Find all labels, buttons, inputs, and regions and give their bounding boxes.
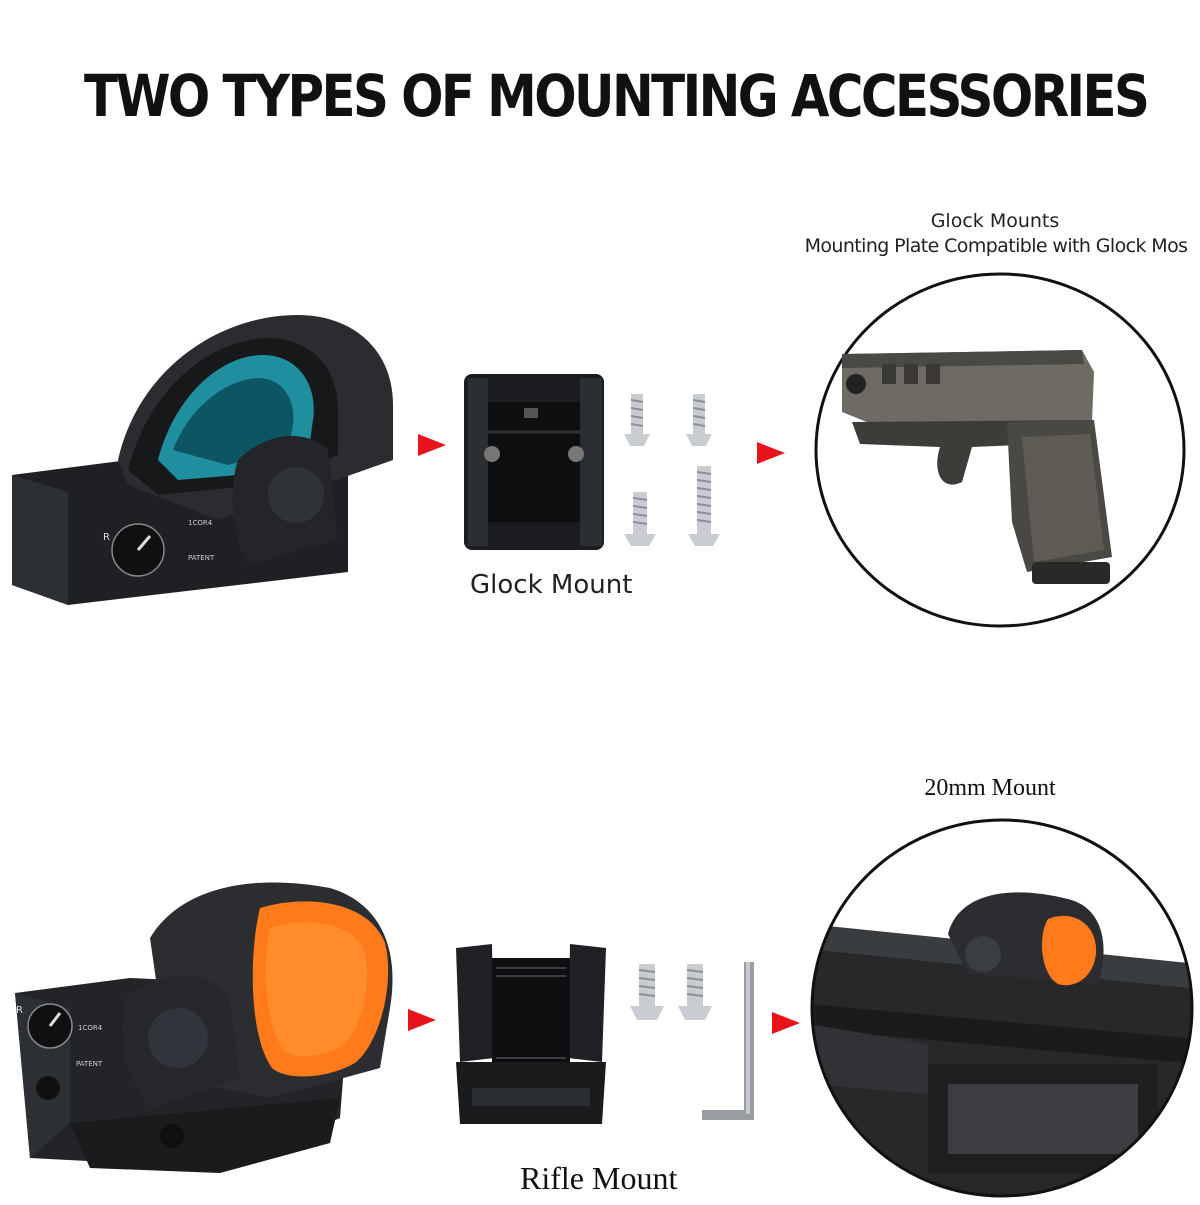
red-arrow-icon (408, 1009, 436, 1031)
red-arrow-icon (757, 442, 785, 464)
dial-letter-top: R (103, 532, 110, 543)
red-dot-sight-bottom: R 1COR4 PATENT (15, 882, 393, 1173)
red-dot-sight-top: R 1COR4 PATENT (12, 315, 393, 605)
screw-icon (624, 394, 650, 446)
screw-icon (686, 394, 712, 446)
dial-letter-bottom: R (16, 1005, 23, 1016)
glock-mount-plate (464, 374, 604, 550)
glock-heading-line1: Glock Mounts (930, 210, 1060, 232)
screw-icon (630, 964, 664, 1020)
rifle-heading: 20mm Mount (924, 775, 1056, 801)
sight-patent-text-top: PATENT (188, 554, 215, 562)
page-title: TWO TYPES OF MOUNTING ACCESSORIES (84, 62, 1150, 130)
rifle-mount-label: Rifle Mount (520, 1160, 678, 1196)
screw-icon (624, 492, 656, 546)
glock-pistol-photo (814, 272, 1186, 628)
sight-model-text-top: 1COR4 (188, 519, 213, 527)
screw-icon (678, 964, 712, 1020)
red-arrow-icon (418, 434, 446, 456)
glock-mount-label: Glock Mount (470, 570, 633, 600)
sight-patent-text-bottom: PATENT (76, 1060, 103, 1068)
rifle-photo (810, 818, 1194, 1198)
glock-heading-line2: Mounting Plate Compatible with Glock Mos (804, 235, 1188, 257)
sight-model-text-bottom: 1COR4 (78, 1024, 103, 1032)
allen-key-icon (702, 962, 754, 1120)
red-arrow-icon (772, 1012, 800, 1034)
screw-icon (688, 466, 720, 546)
rifle-mount (456, 944, 606, 1124)
